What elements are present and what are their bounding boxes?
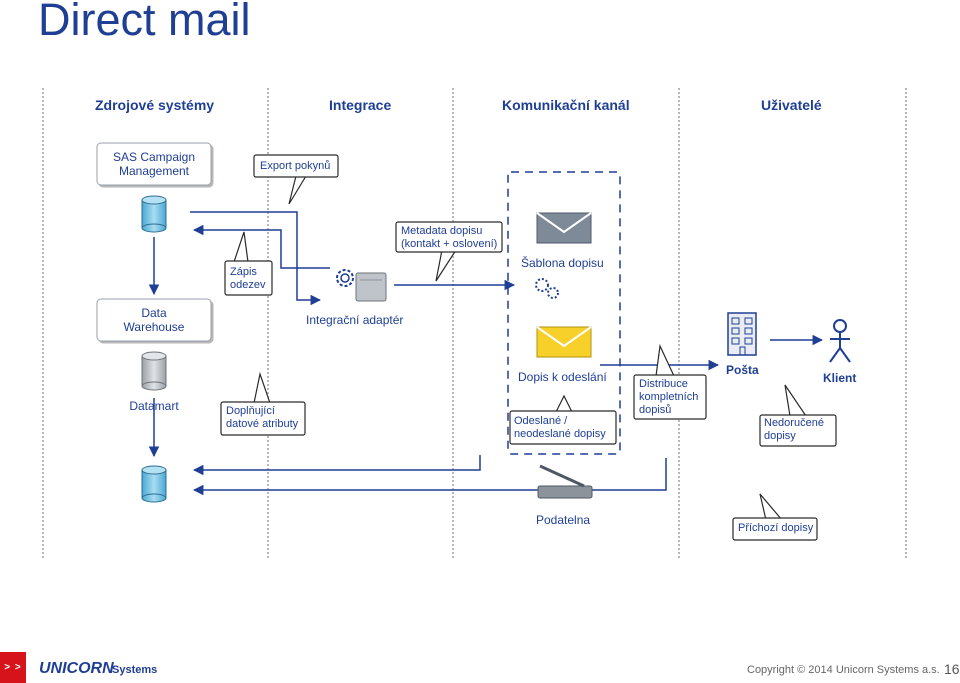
server-icon bbox=[355, 272, 387, 302]
unicorn-logo-sub: Systems bbox=[112, 664, 158, 676]
template-label: Šablona dopisu bbox=[521, 256, 604, 270]
database-icon bbox=[141, 351, 167, 391]
callout-odeslane-shape bbox=[509, 394, 617, 445]
envelope-icon bbox=[536, 212, 592, 244]
database-icon bbox=[141, 465, 167, 503]
building-icon bbox=[727, 312, 757, 356]
column-source-systems: Zdrojové systémy bbox=[95, 97, 215, 113]
callout-prichozi: Příchozí dopisy bbox=[738, 522, 814, 534]
client-label: Klient bbox=[823, 371, 857, 385]
data-warehouse-label: Data Warehouse bbox=[123, 306, 185, 334]
callout-distribuce: Distribuce kompletních dopisů bbox=[639, 378, 699, 416]
column-separator bbox=[452, 88, 454, 558]
callout-prichozi-shape bbox=[732, 493, 818, 541]
datamart-label: Datamart bbox=[129, 399, 179, 413]
callout-doplnujici-shape bbox=[220, 371, 306, 436]
column-separator bbox=[905, 88, 907, 558]
warehouse-box bbox=[96, 298, 212, 342]
sas-box bbox=[96, 142, 212, 186]
gear-icon bbox=[535, 278, 559, 299]
column-separator bbox=[267, 88, 269, 558]
column-users: Uživatelé bbox=[761, 97, 822, 113]
column-separator bbox=[678, 88, 680, 558]
mailroom-label: Podatelna bbox=[536, 513, 591, 527]
gear-icon bbox=[336, 269, 354, 287]
integration-adapter-label: Integrační adaptér bbox=[306, 313, 404, 327]
callout-metadata: Metadata dopisu (kontakt + oslovení) bbox=[401, 225, 498, 250]
person-icon bbox=[829, 319, 851, 363]
column-separator bbox=[42, 88, 44, 558]
callout-zapis-shape bbox=[224, 231, 273, 296]
callout-nedorucene-shape bbox=[759, 384, 837, 447]
page-title: Direct mail bbox=[38, 0, 251, 45]
column-integration: Integrace bbox=[329, 97, 392, 113]
footer-arrows: > > bbox=[0, 652, 26, 683]
sas-campaign-management-label: SAS Campaign Management bbox=[112, 150, 196, 178]
callout-nedorucene: Nedoručené dopisy bbox=[764, 417, 824, 442]
page-number: 16 bbox=[944, 661, 960, 677]
callout-export: Export pokynů bbox=[260, 160, 331, 172]
callout-doplnujici: Doplňující datové atributy bbox=[226, 405, 299, 430]
post-label: Pošta bbox=[726, 363, 759, 377]
envelope-icon bbox=[536, 326, 592, 358]
database-icon bbox=[141, 195, 167, 233]
letter-to-send-label: Dopis k odeslání bbox=[518, 370, 607, 384]
callout-metadata-shape bbox=[395, 221, 503, 282]
unicorn-logo: UNICORN bbox=[39, 660, 114, 677]
scanner-icon bbox=[537, 464, 593, 499]
footer: > > UNICORN Systems Copyright © 2014 Uni… bbox=[0, 652, 960, 683]
callout-odeslane: Odeslané / neodeslané dopisy bbox=[514, 415, 606, 440]
callout-export-shape bbox=[253, 154, 339, 205]
copyright: Copyright © 2014 Unicorn Systems a.s. bbox=[747, 664, 940, 676]
callout-distribuce-shape bbox=[633, 343, 707, 420]
callout-zapis: Zápis odezev bbox=[230, 266, 266, 291]
column-communication-channel: Komunikační kanál bbox=[502, 97, 630, 113]
